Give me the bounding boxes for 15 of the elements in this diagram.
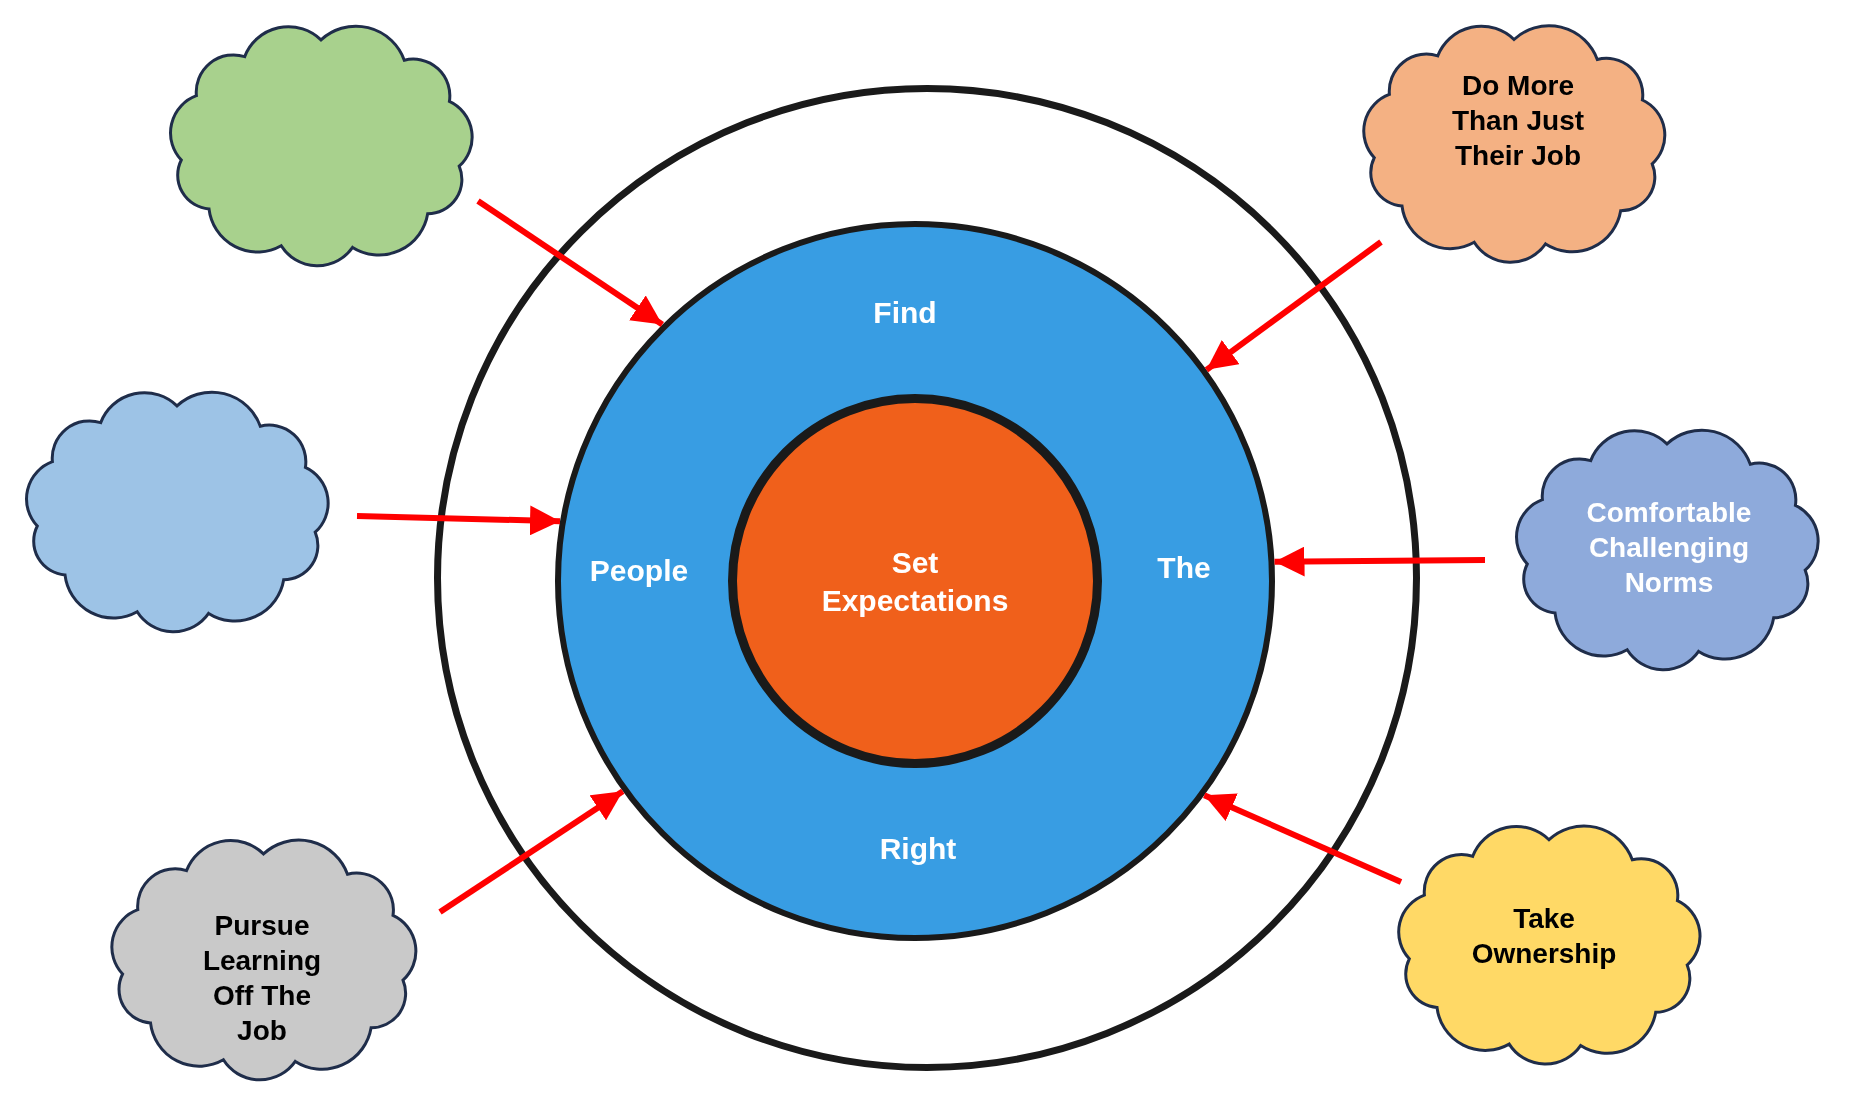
cloud-label: Comfortable Challenging Norms: [1585, 495, 1753, 600]
circle-label: People: [589, 553, 689, 590]
cloud-label: Pursue Learning Off The Job: [201, 909, 323, 1048]
arrow: [356, 505, 561, 536]
arrow: [476, 198, 664, 328]
circle-label: The: [1157, 550, 1211, 587]
arrow: [1274, 546, 1486, 577]
arrow: [1204, 239, 1383, 373]
cloud-label: Take Ownership: [1470, 902, 1618, 971]
arrow: [438, 788, 625, 915]
cloud-label: Do More Than Just Their Job: [1450, 68, 1586, 173]
arrow: [1203, 792, 1403, 885]
circle-label: Right: [879, 831, 957, 868]
circle-label: Set Expectations: [820, 544, 1010, 619]
circle-label: Find: [873, 295, 937, 332]
